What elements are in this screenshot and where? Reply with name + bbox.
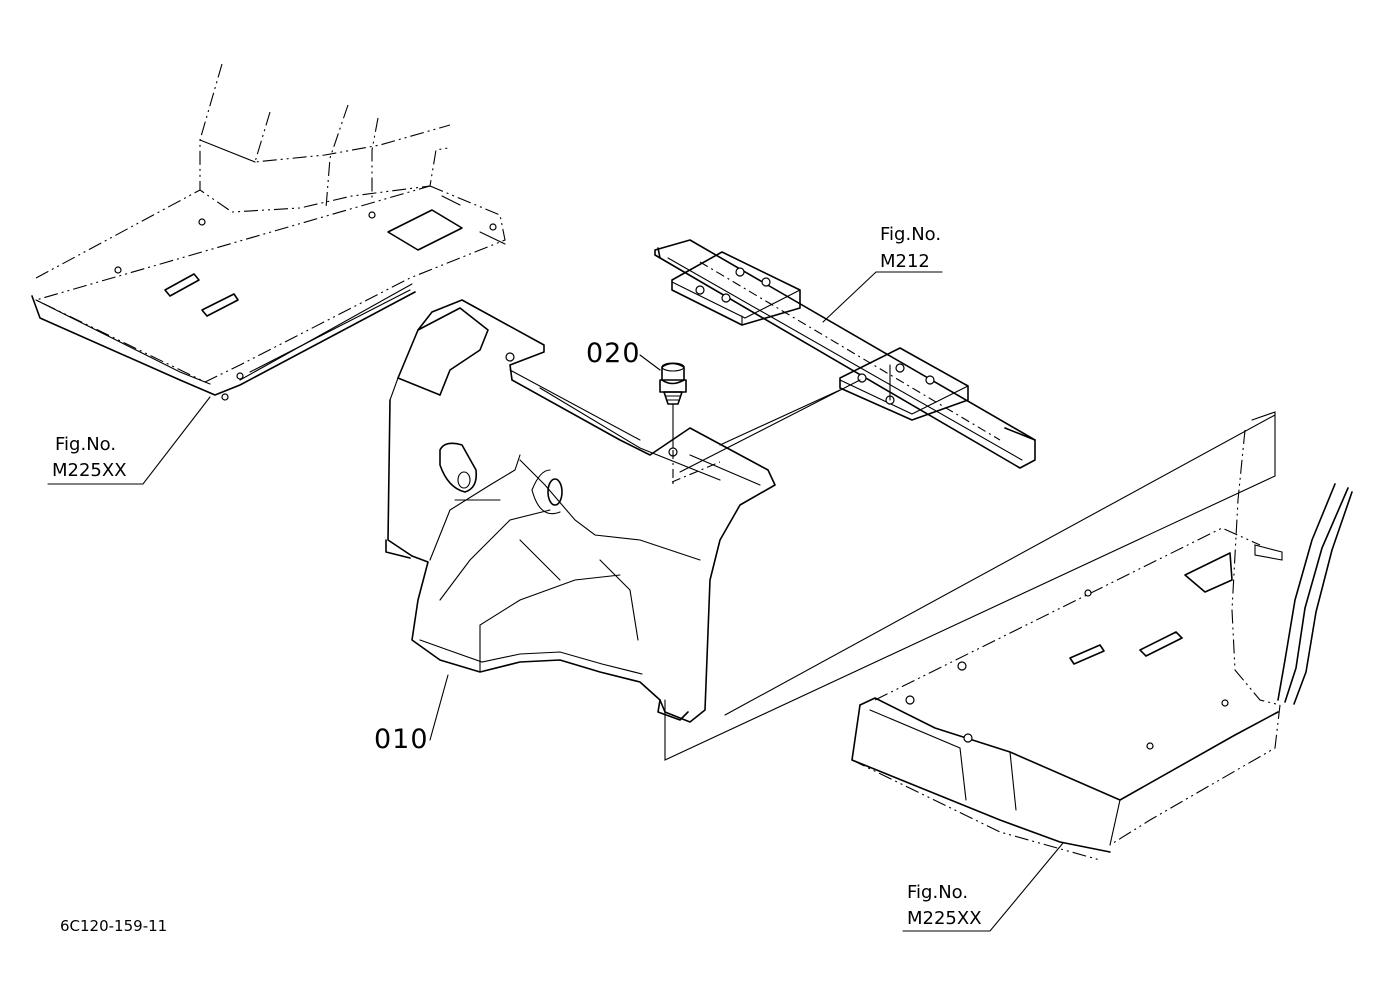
part-number-020: 020 bbox=[586, 338, 641, 369]
floor-plate-right bbox=[851, 429, 1353, 861]
ref-bottom-right-line2: M225XX bbox=[907, 908, 982, 929]
drawing-code: 6C120-159-11 bbox=[60, 917, 168, 935]
bolt-020 bbox=[659, 362, 687, 451]
ref-top-left-line2: M225XX bbox=[52, 460, 127, 481]
part-number-010: 010 bbox=[374, 724, 429, 755]
rail-bracket bbox=[654, 239, 1036, 469]
ref-top-right-line1: Fig.No. bbox=[880, 224, 942, 245]
ref-bottom-right-line1: Fig.No. bbox=[907, 882, 969, 903]
connection-lines bbox=[664, 379, 1276, 761]
floor-plate-left bbox=[31, 63, 506, 401]
leader-lines bbox=[47, 271, 1064, 932]
ref-top-right-line2: M212 bbox=[880, 251, 930, 272]
ref-top-left-line1: Fig.No. bbox=[55, 434, 117, 455]
cover-010 bbox=[385, 299, 776, 723]
